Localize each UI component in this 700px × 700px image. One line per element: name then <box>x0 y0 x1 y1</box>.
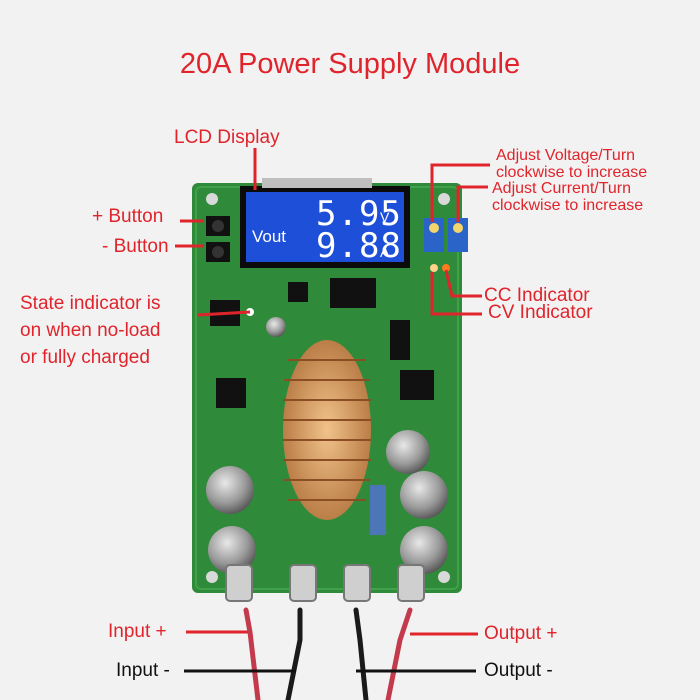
lcd-screen <box>246 192 404 262</box>
lcd-display-label: LCD Display <box>174 127 280 148</box>
state-indicator-line-3: or fully charged <box>20 347 150 368</box>
state-indicator-line-1: State indicator is <box>20 293 161 314</box>
capacitor <box>400 526 448 574</box>
lcd-current-readout: 9.88 <box>316 226 402 266</box>
minus-button-label: - Button <box>102 236 169 257</box>
adjust-voltage-line-2: clockwise to increase <box>496 164 648 181</box>
page-title: 20A Power Supply Module <box>179 48 521 80</box>
lcd-current-unit: A <box>380 244 390 260</box>
cv-indicator-label: CV Indicator <box>488 302 593 323</box>
terminal-output-plus <box>397 564 425 602</box>
plus-button-label: + Button <box>92 206 164 227</box>
toroid-inductor <box>283 340 371 520</box>
terminal-output-minus <box>343 564 371 602</box>
output-plus-label: Output + <box>484 623 558 644</box>
adjust-current-label: Adjust Current/Turn clockwise to increas… <box>492 180 643 214</box>
adjust-voltage-line-1: Adjust Voltage/Turn <box>496 147 636 164</box>
lcd-voltage-readout: 5.95 <box>316 194 402 234</box>
capacitor <box>208 526 256 574</box>
terminal-input-plus <box>225 564 253 602</box>
lcd-vout-label: Vout <box>252 227 287 246</box>
cc-indicator-label: CC Indicator <box>484 285 590 306</box>
input-plus-label: Input + <box>108 621 167 642</box>
state-indicator-line-2: on when no-load <box>20 320 161 341</box>
capacitor <box>206 466 254 514</box>
lcd-voltage-unit: V <box>380 209 390 225</box>
voltage-pot <box>424 218 444 252</box>
state-indicator-label: State indicator is on when no-load or fu… <box>20 290 161 371</box>
adjust-voltage-label: Adjust Voltage/Turn clockwise to increas… <box>496 147 647 181</box>
adjust-current-line-2: clockwise to increase <box>492 197 644 214</box>
input-minus-label: Input - <box>116 660 170 681</box>
output-minus-label: Output - <box>484 660 553 681</box>
capacitor <box>386 430 430 474</box>
current-pot <box>448 218 468 252</box>
capacitor <box>400 471 448 519</box>
adjust-current-line-1: Adjust Current/Turn <box>492 180 632 197</box>
terminal-input-minus <box>289 564 317 602</box>
